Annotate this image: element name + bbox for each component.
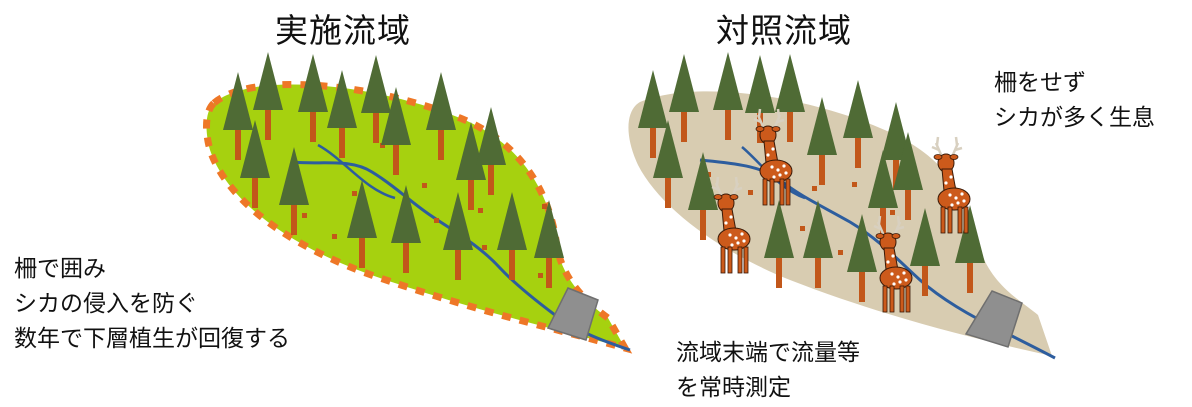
control-area [628,91,1052,357]
control-note-line: シカが多く生息 [994,105,1155,131]
treated-area [206,84,625,349]
control-note-line: 柵をせず [994,70,1086,96]
measurement-note: 流域末端で流量等 を常時測定 [676,336,860,406]
treated-watershed [203,52,633,354]
treated-note-line: 数年で下層植生が回復する [14,326,290,352]
treated-watershed-title: 実施流域 [275,11,411,50]
control-watershed [628,52,1056,360]
treated-note-line: シカの侵入を防ぐ [14,291,198,317]
measurement-note-line: 流域末端で流量等 [676,340,860,366]
control-watershed-title: 対照流域 [716,11,852,50]
measurement-note-line: を常時測定 [676,375,791,401]
treated-note-line: 柵で囲み [14,256,106,282]
weir-icon [546,287,599,341]
treated-note: 柵で囲み シカの侵入を防ぐ 数年で下層植生が回復する [14,252,290,357]
fence-icon [203,81,633,354]
control-note: 柵をせず シカが多く生息 [994,66,1155,136]
